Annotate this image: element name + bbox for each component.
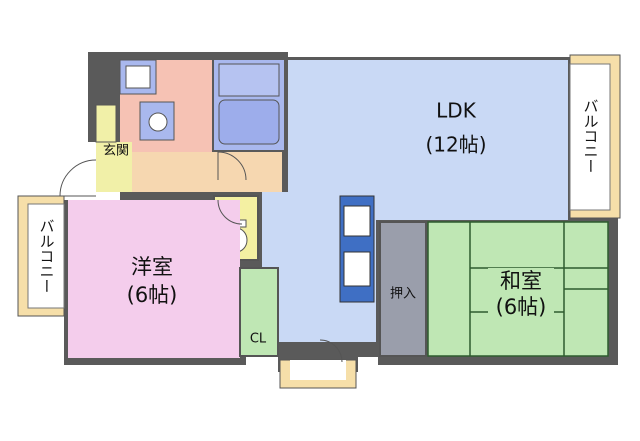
cl-label: CL	[250, 332, 267, 347]
balcony-right	[569, 54, 621, 219]
japanese-label-bg	[488, 268, 554, 320]
entrance-shoebox	[95, 104, 117, 143]
stove-icon	[343, 205, 371, 237]
washbasin-bowl	[148, 112, 168, 132]
bath-wash-area	[218, 63, 280, 97]
japanese-room-size: (6帖)	[496, 295, 547, 319]
western-room-label: 洋室	[131, 255, 173, 279]
entrance	[96, 142, 132, 192]
kitchen-sink-icon	[343, 251, 371, 287]
hallway	[132, 152, 282, 192]
doors	[59, 151, 343, 363]
ldk-label: LDK	[436, 99, 477, 123]
japanese-room-label: 和室	[500, 269, 542, 293]
balcony-right-label: バルコニー	[582, 99, 600, 174]
western-room	[68, 200, 240, 358]
entry-porch-inner	[290, 360, 346, 380]
cl-closet	[239, 267, 279, 357]
balcony-left-label: バルコニー	[38, 219, 56, 294]
balcony-left	[17, 195, 65, 317]
oshiire-closet	[379, 221, 427, 357]
western-room-size: (6帖)	[127, 283, 178, 307]
bathtub	[218, 99, 280, 145]
entrance-label: 玄関	[103, 144, 129, 159]
laundry-pan-inner	[125, 65, 151, 89]
ldk-size: (12帖)	[425, 133, 486, 157]
oshiire-label: 押入	[390, 287, 416, 302]
